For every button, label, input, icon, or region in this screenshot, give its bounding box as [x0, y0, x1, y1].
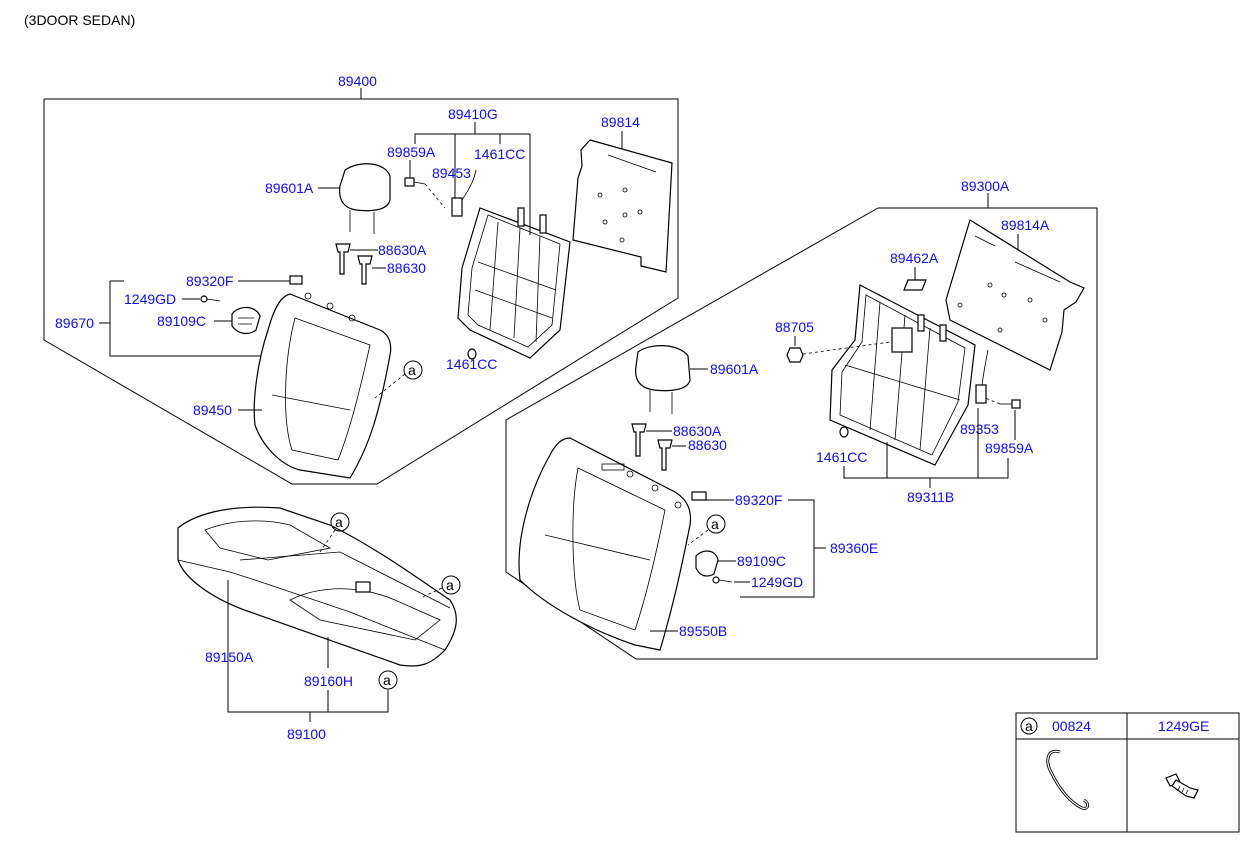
label-89601A-left[interactable]: 89601A	[265, 180, 314, 196]
label-89410G[interactable]: 89410G	[448, 106, 498, 122]
label-89453[interactable]: 89453	[432, 165, 471, 181]
headrest-guide-icon	[335, 243, 386, 285]
group-89300A: 89300A 89814A 89462A	[505, 178, 1098, 660]
svg-text:a: a	[335, 514, 343, 530]
label-89109C-right[interactable]: 89109C	[737, 553, 786, 569]
callout-a-icon	[403, 360, 423, 380]
bracket-icon	[695, 550, 719, 577]
ref-part-1249GE[interactable]: 1249GE	[1158, 718, 1209, 734]
screw-icon	[200, 295, 221, 303]
ref-part-00824[interactable]: 00824	[1052, 718, 1091, 734]
label-89814A[interactable]: 89814A	[1001, 217, 1050, 233]
label-89462A[interactable]: 89462A	[890, 250, 939, 266]
group-outline-89300A	[505, 207, 1098, 660]
svg-text:a: a	[446, 577, 454, 593]
svg-text:a: a	[408, 362, 416, 378]
seat-cushion-icon	[177, 506, 457, 667]
label-88630-left[interactable]: 88630	[387, 260, 426, 276]
label-89100[interactable]: 89100	[287, 726, 326, 742]
reference-table: a 00824 1249GE	[1015, 712, 1240, 833]
clip-icon	[691, 491, 707, 501]
svg-text:a: a	[383, 672, 391, 688]
leader-89410G	[414, 133, 531, 235]
label-89160H[interactable]: 89160H	[304, 673, 353, 689]
label-88630A-left[interactable]: 88630A	[378, 242, 427, 258]
bracket-icon	[231, 306, 261, 335]
grommet-icon	[467, 348, 477, 360]
label-89320F-right[interactable]: 89320F	[735, 492, 782, 508]
group-outline-89400	[43, 98, 679, 485]
headrest-guide-icon	[631, 423, 686, 471]
screw-icon	[712, 576, 733, 584]
label-89360E[interactable]: 89360E	[830, 540, 878, 556]
nut-icon	[786, 347, 804, 363]
label-1461CC-right[interactable]: 1461CC	[816, 449, 867, 465]
label-1249GD-left[interactable]: 1249GD	[124, 291, 176, 307]
seat-frame-icon	[451, 169, 571, 359]
page-title: (3DOOR SEDAN)	[24, 12, 136, 28]
seat-back-cushion-icon	[518, 437, 692, 651]
bolt-icon	[984, 397, 1021, 409]
label-1461CC-top[interactable]: 1461CC	[474, 146, 525, 162]
label-89814[interactable]: 89814	[601, 114, 640, 130]
label-1249GD-right[interactable]: 1249GD	[751, 574, 803, 590]
group-89400: 89400 89410G 89859A 1461CC 89453	[43, 73, 679, 485]
label-88705[interactable]: 88705	[775, 319, 814, 335]
screw-icon	[1165, 773, 1199, 799]
label-89311B[interactable]: 89311B	[907, 489, 954, 505]
seat-frame-icon	[829, 284, 989, 466]
label-89859A-left[interactable]: 89859A	[387, 144, 436, 160]
label-89353[interactable]: 89353	[960, 421, 999, 437]
headrest-icon	[339, 163, 391, 234]
headrest-icon	[635, 345, 691, 414]
svg-text:a: a	[711, 516, 719, 532]
label-89109C-left[interactable]: 89109C	[157, 313, 206, 329]
label-89859A-right[interactable]: 89859A	[985, 440, 1034, 456]
label-89150A[interactable]: 89150A	[205, 649, 254, 665]
label-89550B[interactable]: 89550B	[679, 623, 727, 639]
clip-icon	[289, 275, 303, 285]
label-1461CC-left[interactable]: 1461CC	[446, 356, 497, 372]
label-88630-right[interactable]: 88630	[688, 437, 727, 453]
back-panel-icon	[572, 139, 673, 273]
label-89670[interactable]: 89670	[55, 315, 94, 331]
grommet-icon	[839, 426, 849, 438]
back-panel-icon	[945, 219, 1085, 371]
label-89450[interactable]: 89450	[193, 402, 232, 418]
label-89400[interactable]: 89400	[338, 73, 377, 89]
seat-back-cushion-icon	[253, 292, 392, 479]
group-89100: a a 89150A 89160H a 89100	[177, 506, 461, 742]
svg-text:a: a	[1025, 718, 1033, 734]
label-89601A-right[interactable]: 89601A	[710, 361, 759, 377]
clip-icon	[903, 279, 927, 291]
bolt-icon	[404, 177, 446, 209]
label-89300A[interactable]: 89300A	[961, 178, 1010, 194]
wire-hook-icon	[1046, 749, 1090, 810]
label-88630A-right[interactable]: 88630A	[673, 423, 722, 439]
label-89320F-left[interactable]: 89320F	[186, 273, 233, 289]
